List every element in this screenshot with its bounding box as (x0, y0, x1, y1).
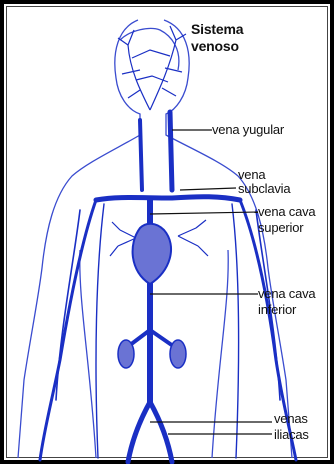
label-vena-subclavia-line2: subclavia (238, 182, 290, 196)
left-kidney (170, 340, 186, 368)
heart (133, 224, 171, 284)
right-arm-vein (40, 200, 96, 460)
jugular-vein (170, 112, 172, 190)
label-vena-yugular: vena yugular (212, 123, 284, 137)
head-veins (118, 26, 186, 110)
left-jugular-vein (140, 120, 142, 190)
label-vena-subclavia-line1: vena (238, 168, 265, 182)
label-vena-cava-superior-line1: vena cava (258, 205, 315, 219)
label-vena-cava-inferior-line2: inferior (258, 303, 296, 317)
label-vena-cava-superior-line2: superior (258, 221, 303, 235)
right-kidney (118, 340, 134, 368)
label-venas-iliacas-line2: iliacas (274, 428, 309, 442)
label-venas-iliacas-line1: venas (274, 412, 308, 426)
subclavian-vein (96, 197, 240, 200)
label-vena-cava-inferior-line1: vena cava (258, 287, 315, 301)
iliac-veins (128, 402, 172, 462)
diagram-title-line1: Sistema (191, 21, 243, 37)
diagram-title-line2: venoso (191, 38, 239, 54)
